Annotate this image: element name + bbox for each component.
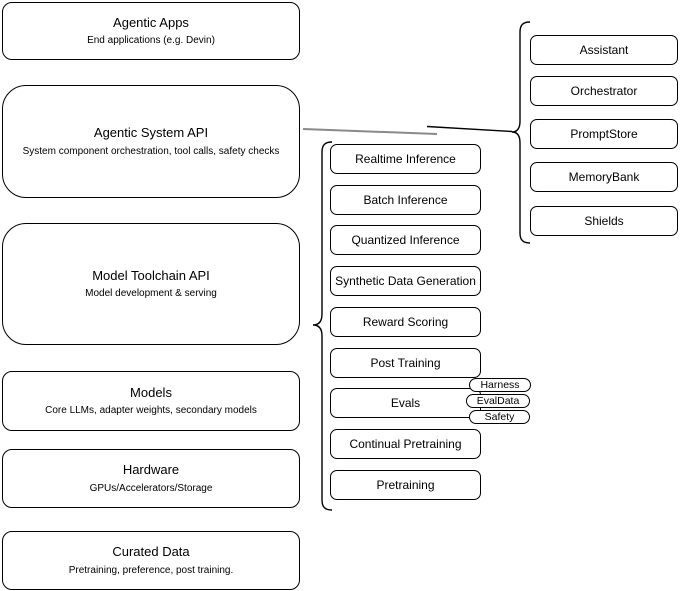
pill-evaldata: EvalData <box>466 394 530 408</box>
node-title: Agentic System API <box>93 125 209 141</box>
node-quantized-inference: Quantized Inference <box>330 225 481 255</box>
node-models: Models Core LLMs, adapter weights, secon… <box>2 371 300 431</box>
node-label: Assistant <box>579 43 629 57</box>
pill-label: EvalData <box>476 394 520 407</box>
node-label: Shields <box>584 214 624 228</box>
pill-safety: Safety <box>469 410 530 424</box>
node-subtitle: System component orchestration, tool cal… <box>22 145 280 157</box>
node-agentic-apps: Agentic Apps End applications (e.g. Devi… <box>2 2 300 60</box>
node-subtitle: End applications (e.g. Devin) <box>87 35 215 47</box>
node-title: Curated Data <box>112 544 190 560</box>
node-model-toolchain-api: Model Toolchain API Model development & … <box>2 223 300 345</box>
node-label: Evals <box>390 396 421 410</box>
pill-harness: Harness <box>469 378 531 392</box>
node-title: Model Toolchain API <box>92 267 210 283</box>
system-components-brace <box>511 21 531 244</box>
node-title: Agentic Apps <box>113 14 189 30</box>
system-connector-line-black <box>426 125 513 133</box>
pill-label: Safety <box>484 410 515 423</box>
node-label: Batch Inference <box>363 193 448 207</box>
node-title: Models <box>130 384 172 400</box>
node-pretraining: Pretraining <box>330 470 481 500</box>
pill-label: Harness <box>480 378 520 391</box>
node-assistant: Assistant <box>530 35 678 65</box>
node-subtitle: GPUs/Accelerators/Storage <box>89 482 213 494</box>
node-label: Realtime Inference <box>355 152 456 166</box>
node-subtitle: Pretraining, preference, post training. <box>68 564 234 576</box>
node-curated-data: Curated Data Pretraining, preference, po… <box>2 531 300 590</box>
node-subtitle: Core LLMs, adapter weights, secondary mo… <box>45 405 257 417</box>
node-synthetic-data-generation: Synthetic Data Generation <box>330 266 481 296</box>
node-post-training: Post Training <box>330 348 481 378</box>
node-hardware: Hardware GPUs/Accelerators/Storage <box>2 449 300 508</box>
node-label: Quantized Inference <box>351 233 460 247</box>
node-reward-scoring: Reward Scoring <box>330 307 481 337</box>
node-memorybank: MemoryBank <box>530 162 678 192</box>
node-shields: Shields <box>530 206 678 236</box>
node-label: Continual Pretraining <box>349 437 462 451</box>
node-continual-pretraining: Continual Pretraining <box>330 429 481 459</box>
system-connector-line-gray <box>302 128 438 135</box>
node-agentic-system-api: Agentic System API System component orch… <box>2 85 300 198</box>
node-realtime-inference: Realtime Inference <box>330 144 481 174</box>
toolchain-brace <box>312 141 333 511</box>
node-promptstore: PromptStore <box>530 119 678 149</box>
node-subtitle: Model development & serving <box>85 288 217 300</box>
node-label: Post Training <box>370 356 441 370</box>
node-title: Hardware <box>122 462 180 478</box>
node-label: PromptStore <box>570 127 638 141</box>
node-label: Synthetic Data Generation <box>335 274 476 288</box>
node-label: Pretraining <box>376 478 435 492</box>
node-label: Orchestrator <box>570 84 638 98</box>
node-evals: Evals <box>330 388 481 418</box>
node-orchestrator: Orchestrator <box>530 76 678 106</box>
node-label: MemoryBank <box>568 170 640 184</box>
node-label: Reward Scoring <box>362 315 449 329</box>
node-batch-inference: Batch Inference <box>330 185 481 215</box>
